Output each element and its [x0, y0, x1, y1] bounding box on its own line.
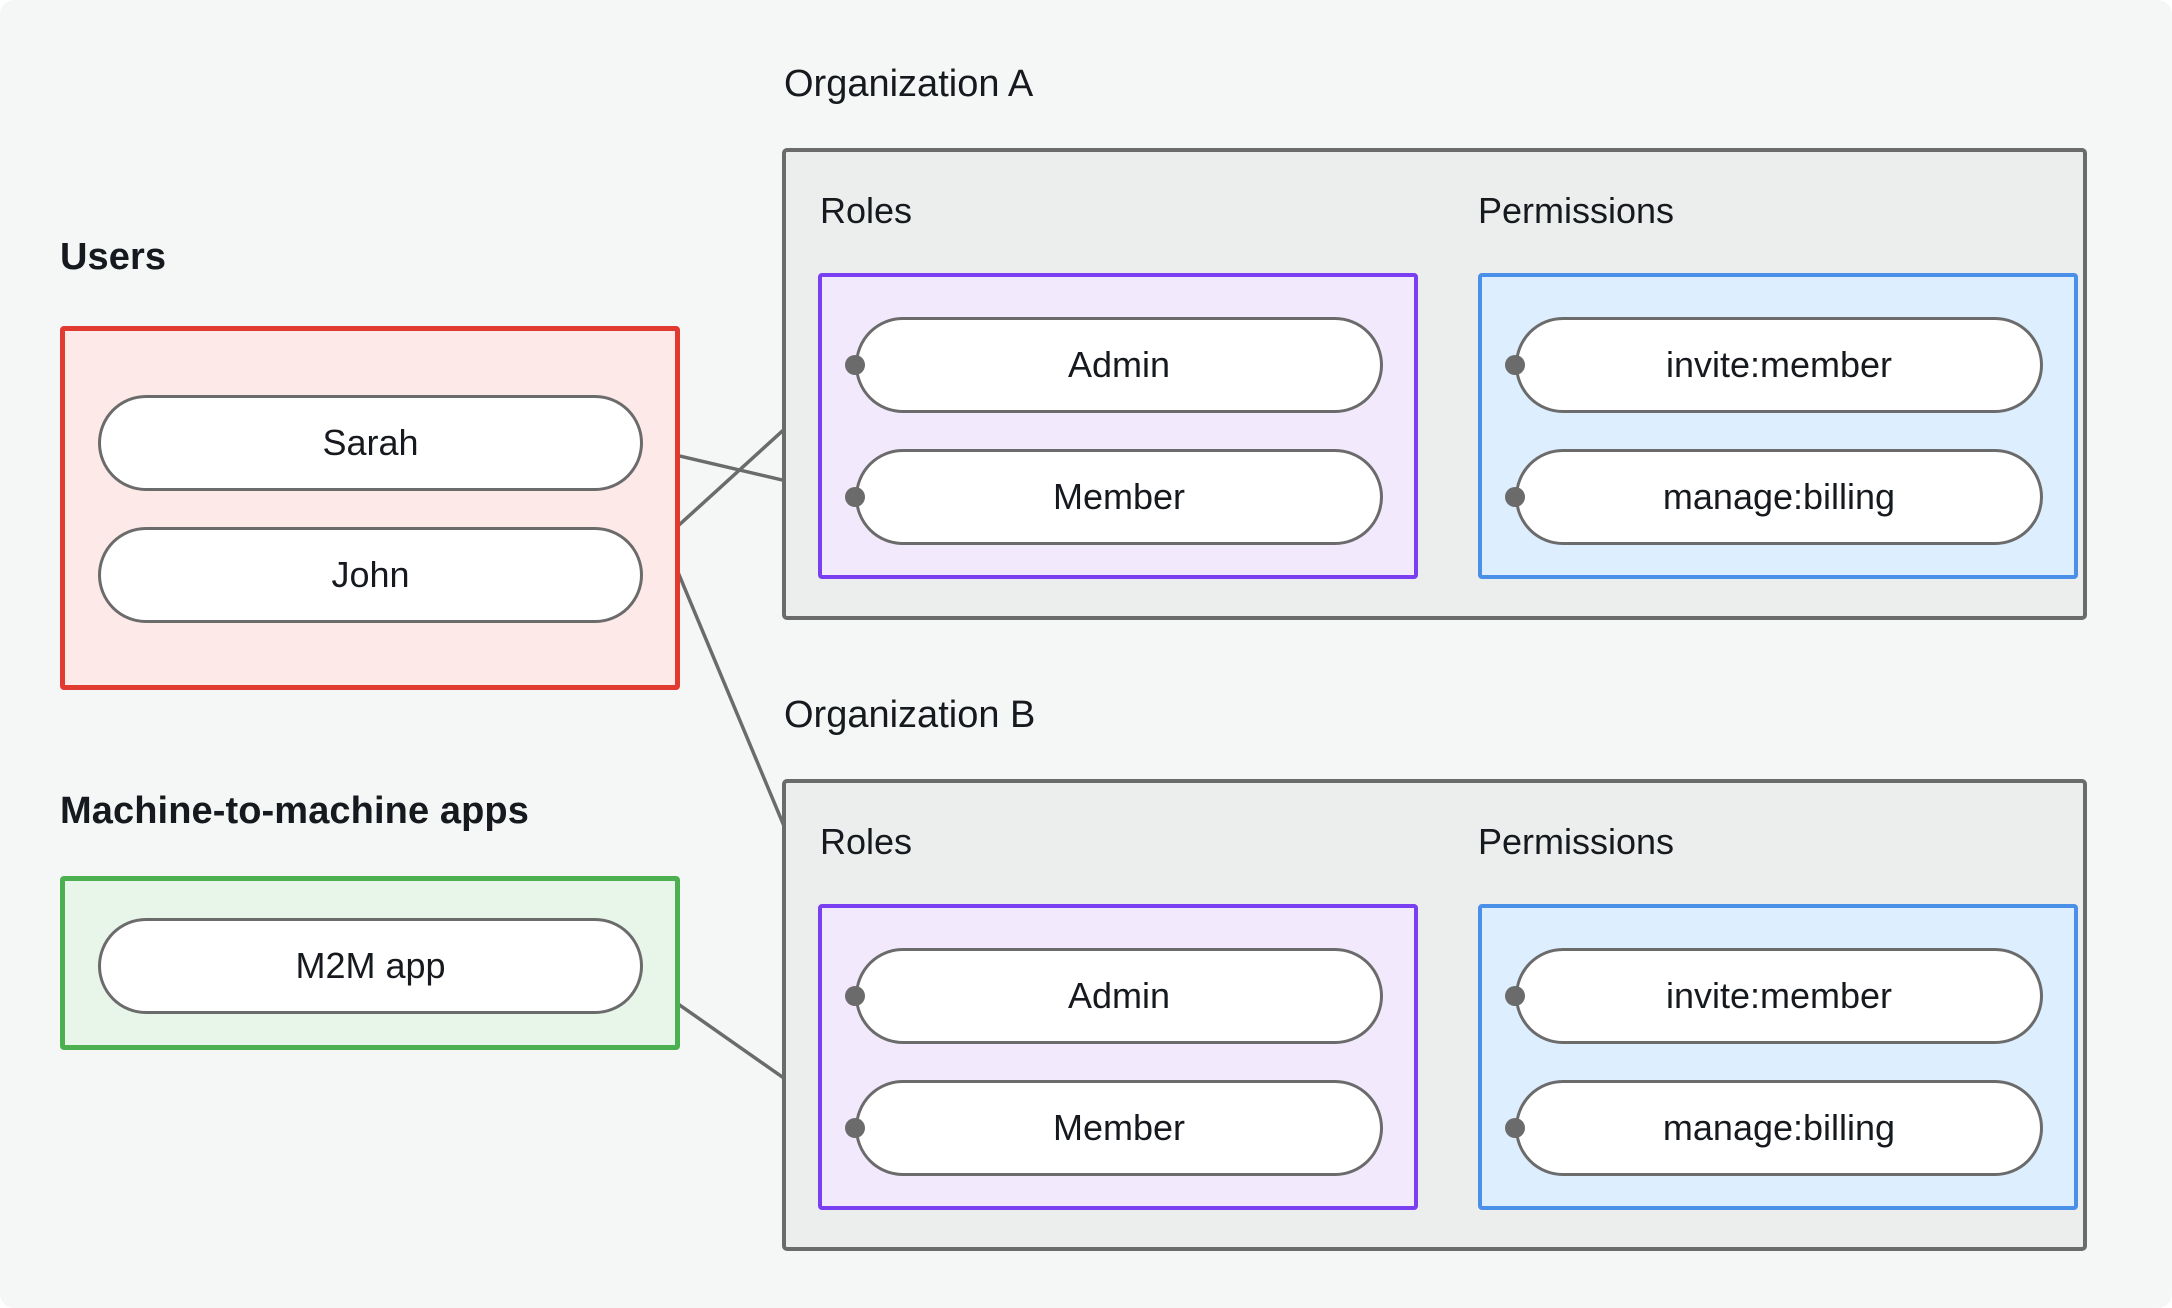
connector-dot-orgA-invite-in — [1505, 355, 1525, 375]
role-node-orgB-admin[interactable]: Admin — [855, 948, 1383, 1044]
machine-node-m2m-app[interactable]: M2M app — [98, 918, 643, 1014]
permission-node-orgA-manage-billing[interactable]: manage:billing — [1515, 449, 2043, 545]
user-node-john[interactable]: John — [98, 527, 643, 623]
permission-node-orgB-invite-member[interactable]: invite:member — [1515, 948, 2043, 1044]
connector-dot-orgA-billing-in — [1505, 487, 1525, 507]
connector-dot-orgB-invite-in — [1505, 986, 1525, 1006]
organization-b-permissions-label: Permissions — [1478, 821, 1675, 862]
connector-dot-orgB-billing-in — [1505, 1118, 1525, 1138]
users-group-label: Users — [60, 236, 167, 278]
organization-b-roles-label: Roles — [820, 821, 913, 862]
connector-dot-orgB-admin-in — [845, 986, 865, 1006]
organization-a-permissions-label: Permissions — [1478, 190, 1675, 231]
permission-node-orgA-invite-member[interactable]: invite:member — [1515, 317, 2043, 413]
users-container — [60, 326, 680, 690]
machines-group-label: Machine-to-machine apps — [60, 790, 529, 832]
role-node-orgA-admin[interactable]: Admin — [855, 317, 1383, 413]
role-node-orgB-member[interactable]: Member — [855, 1080, 1383, 1176]
connector-dot-orgB-member-in — [845, 1118, 865, 1138]
user-node-sarah[interactable]: Sarah — [98, 395, 643, 491]
organization-b-label: Organization B — [784, 694, 1036, 736]
connector-dot-orgA-member-in — [845, 487, 865, 507]
organization-a-label: Organization A — [784, 63, 1034, 105]
permission-node-orgB-manage-billing[interactable]: manage:billing — [1515, 1080, 2043, 1176]
connector-dot-orgA-admin-in — [845, 355, 865, 375]
role-node-orgA-member[interactable]: Member — [855, 449, 1383, 545]
organization-a-roles-label: Roles — [820, 190, 913, 231]
